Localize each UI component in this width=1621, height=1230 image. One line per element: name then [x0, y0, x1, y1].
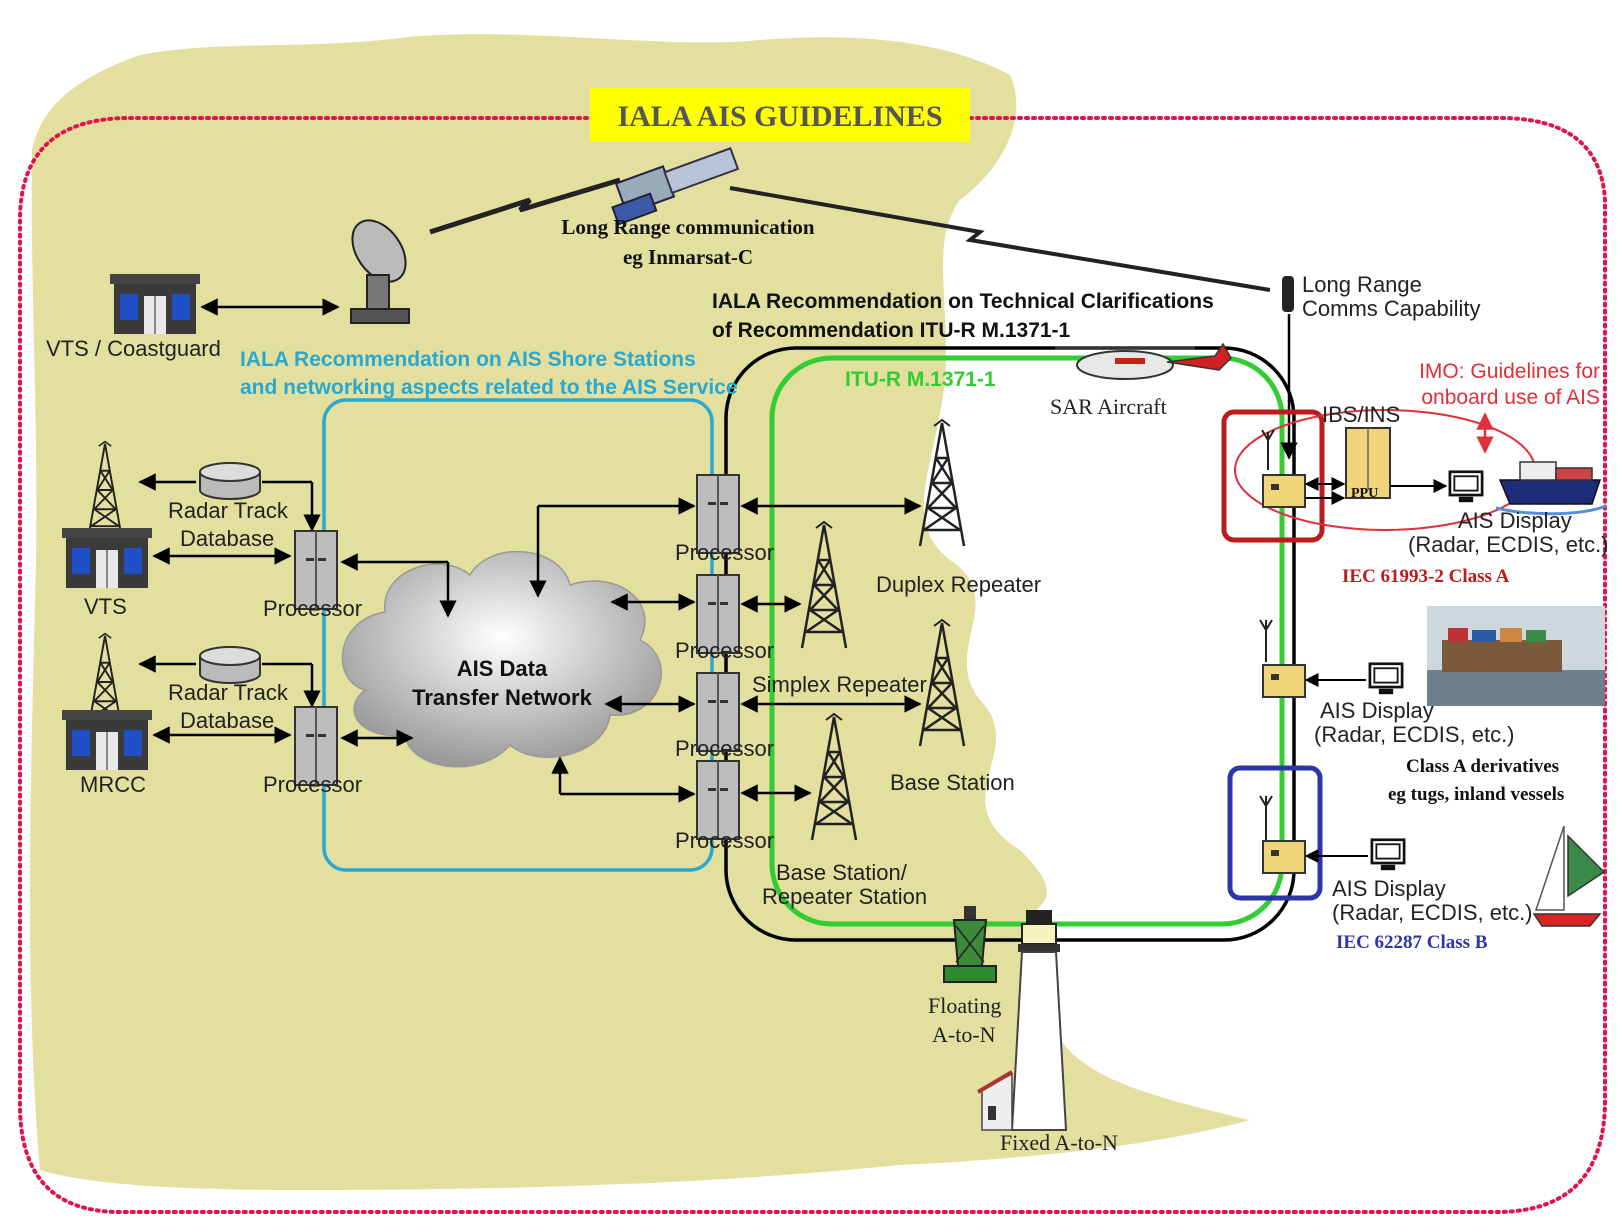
long-range-comm-sub: eg Inmarsat-C — [623, 245, 753, 269]
processor-label-2: Processor — [263, 772, 362, 797]
sar-label: SAR Aircraft — [1050, 394, 1167, 419]
ais-display-label-3: AIS Display — [1332, 876, 1446, 901]
class-a-label: IEC 61993-2 Class A — [1342, 566, 1510, 587]
class-a-antenna-tip — [1261, 429, 1275, 442]
long-range-cap-label: Long Range — [1302, 272, 1422, 297]
processor-label-1: Processor — [263, 596, 362, 621]
long-range-cap-sub: Comms Capability — [1302, 296, 1481, 321]
lighthouse-icon — [976, 910, 1068, 1131]
building-icon — [110, 274, 200, 334]
database-label-1: Database — [180, 526, 274, 551]
radar-track-label-1: Radar Track — [168, 498, 289, 523]
derivative-antenna-tip — [1259, 619, 1273, 632]
base-repeater-label: Base Station/ — [776, 860, 908, 885]
dish-antenna-icon — [350, 219, 410, 324]
monitor-icon — [1368, 662, 1404, 696]
title-box — [590, 88, 970, 142]
ais-display-label-1: AIS Display — [1458, 508, 1572, 533]
inland-vessel-photo — [1427, 606, 1605, 706]
class-b-highlight — [1227, 765, 1323, 901]
database-icon — [199, 646, 261, 684]
vts-coastguard-label: VTS / Coastguard — [46, 336, 221, 361]
transponder-icon — [1262, 474, 1306, 508]
ibs-label: IBS/INS — [1322, 402, 1400, 427]
transponder-icon — [1262, 664, 1306, 698]
building-icon — [62, 528, 152, 588]
antenna-icon — [1282, 276, 1294, 312]
cloud-icon — [341, 550, 662, 768]
shore-rec-label: IALA Recommendation on AIS Shore Station… — [240, 348, 696, 371]
ais-display-label-2: AIS Display — [1320, 698, 1434, 723]
ais-display-sub-1: (Radar, ECDIS, etc.) — [1408, 532, 1609, 557]
base-repeater-sub: Repeater Station — [762, 884, 927, 909]
long-range-comm-label: Long Range communication — [561, 215, 815, 239]
database-label-2: Database — [180, 708, 274, 733]
helicopter-icon — [1055, 342, 1232, 380]
sailboat-icon — [1532, 825, 1606, 927]
satellite-link-right — [729, 186, 1271, 292]
fixed-label: Fixed A-to-N — [1000, 1130, 1118, 1155]
floating-sub: A-to-N — [932, 1022, 996, 1047]
processor-label-5: Processor — [675, 736, 774, 761]
transponder-icon — [1262, 840, 1306, 874]
monitor-icon — [1370, 838, 1406, 872]
processor-label-6: Processor — [675, 828, 774, 853]
tech-rec-label: IALA Recommendation on Technical Clarifi… — [712, 290, 1214, 313]
itu-label: ITU-R M.1371-1 — [845, 368, 996, 391]
satellite-link-left — [429, 177, 621, 235]
base-station-label: Base Station — [890, 770, 1015, 795]
building-icon — [62, 710, 152, 770]
processor-label-4: Processor — [675, 638, 774, 663]
satellite-icon — [611, 147, 740, 226]
iala-boundary — [17, 116, 1607, 1214]
page-title: IALA AIS GUIDELINES — [617, 100, 942, 133]
duplex-label: Duplex Repeater — [876, 572, 1041, 597]
class-b-antenna-tip — [1259, 795, 1273, 808]
class-a-deriv-label: Class A derivatives — [1406, 756, 1559, 777]
database-icon — [199, 462, 261, 500]
imo-label: IMO: Guidelines for — [1419, 360, 1600, 383]
ais-display-sub-3: (Radar, ECDIS, etc.) — [1332, 900, 1533, 925]
class-a-deriv-sub: eg tugs, inland vessels — [1388, 784, 1564, 805]
processor-label-3: Processor — [675, 540, 774, 565]
simplex-label: Simplex Repeater — [752, 672, 927, 697]
buoy-icon — [943, 906, 997, 983]
vts-label: VTS — [84, 594, 127, 619]
ais-network-sub: Transfer Network — [412, 685, 592, 710]
floating-label: Floating — [928, 993, 1001, 1018]
ship-icon — [1495, 461, 1607, 516]
radar-track-label-2: Radar Track — [168, 680, 289, 705]
ais-network-label: AIS Data — [457, 656, 548, 681]
ais-display-sub-2: (Radar, ECDIS, etc.) — [1314, 722, 1515, 747]
imo-sub: onboard use of AIS — [1421, 386, 1600, 409]
class-a-highlight — [1221, 409, 1325, 543]
monitor-icon — [1448, 470, 1484, 504]
mrcc-label: MRCC — [80, 772, 146, 797]
tech-rec-sub: of Recommendation ITU-R M.1371-1 — [712, 319, 1071, 342]
shore-rec-sub: and networking aspects related to the AI… — [240, 376, 738, 399]
class-b-label: IEC 62287 Class B — [1336, 932, 1488, 953]
ppu-label: PPU — [1351, 486, 1378, 501]
